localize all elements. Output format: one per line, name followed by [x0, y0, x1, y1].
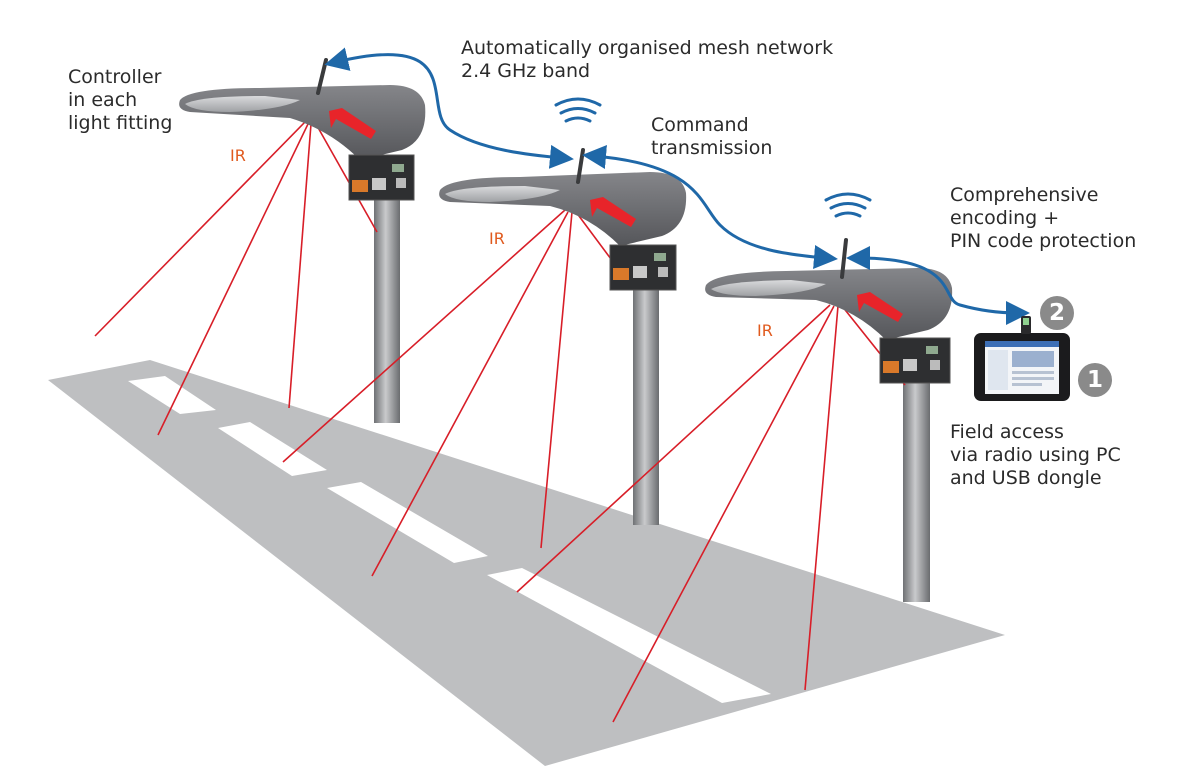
step-badge-2: 2 [1040, 296, 1074, 330]
wifi-signal-icon [824, 192, 872, 218]
encoding-label: Comprehensive encoding + PIN code protec… [950, 184, 1137, 252]
ir-label-2: IR [489, 229, 505, 248]
mesh-link-3-pc [846, 246, 1030, 325]
pole-3 [903, 360, 930, 602]
streetlight-icon [179, 85, 426, 160]
mesh-link-1-2 [324, 47, 574, 169]
step-badge-1: 1 [1078, 363, 1112, 397]
lane-markings [128, 376, 771, 703]
ir-label-3: IR [757, 321, 773, 340]
controller-module-icon [609, 244, 677, 291]
wifi-signal-icon [554, 97, 602, 123]
usb-dongle-icon [1021, 316, 1031, 334]
pole-2 [633, 265, 659, 525]
controller-label: Controller in each light fitting [68, 66, 173, 134]
pole-1 [374, 180, 400, 423]
road [48, 360, 1005, 766]
ir-label-1: IR [230, 146, 246, 165]
mesh-link-2-3 [582, 145, 838, 269]
mesh-network-label: Automatically organised mesh network 2.4… [461, 37, 834, 82]
antenna-icon [840, 238, 848, 279]
command-transmission-label: Command transmission [651, 114, 773, 159]
tablet-pc-icon [974, 333, 1070, 401]
controller-module-icon [348, 154, 415, 201]
mesh-links [324, 47, 1030, 325]
streetlight-icon [439, 172, 687, 246]
controller-module-icon [879, 337, 951, 384]
streetlight-icon [705, 268, 953, 340]
field-access-label: Field access via radio using PC and USB … [950, 421, 1121, 489]
